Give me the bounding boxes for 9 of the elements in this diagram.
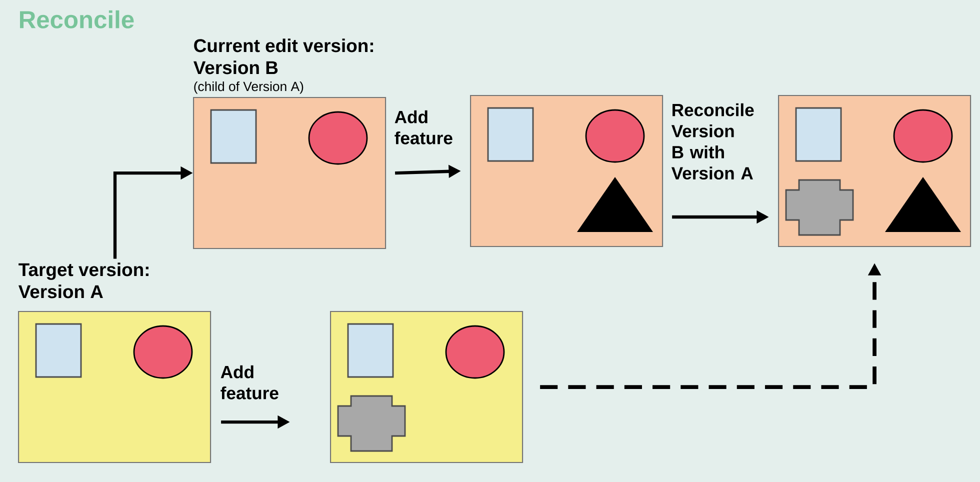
edge-label: Reconcile Version B with Version A (671, 103, 754, 180)
edge-label: Add feature (220, 365, 278, 400)
heading: Current edit version: (194, 38, 374, 52)
heading: (child of Version A) (194, 81, 304, 94)
heading: Target version: (18, 262, 148, 280)
heading: Version B (194, 60, 278, 74)
edge-label: Add feature (394, 110, 452, 144)
title: Reconcile (20, 10, 134, 28)
heading: Version A (18, 284, 103, 298)
